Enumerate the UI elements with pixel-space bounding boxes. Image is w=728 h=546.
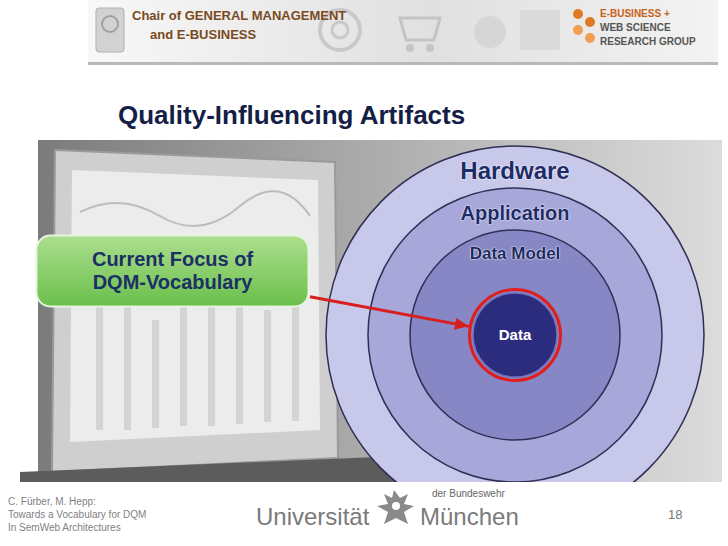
label-slot: Universität: [256, 503, 369, 531]
label-slot: E-BUSINESS +: [600, 8, 670, 20]
label-slot: C. Fürber, M. Hepp:: [8, 496, 96, 508]
label-slot: In SemWeb Architectures: [8, 522, 121, 534]
page-number: 18: [668, 508, 682, 523]
label-slot: WEB SCIENCE: [600, 22, 671, 34]
label-slot: and E-BUSINESS: [150, 28, 256, 43]
university-name: München: [420, 503, 519, 531]
circle-outline: [368, 188, 662, 482]
label-slot: RESEARCH GROUP: [600, 36, 696, 48]
layer-label: Hardware: [460, 157, 569, 185]
logo-text: WEB SCIENCE: [600, 22, 671, 34]
title-slot: Quality-Influencing Artifacts: [118, 100, 465, 131]
core-label: Data: [499, 326, 532, 343]
university-text: der Bundeswehr: [432, 488, 505, 500]
footer-text: C. Fürber, M. Hepp:: [8, 496, 96, 508]
core-circle: Data: [472, 292, 558, 378]
layer-label: Application: [461, 202, 570, 225]
header-text: Chair of GENERAL MANAGEMENT: [132, 9, 346, 24]
focus-ring: [470, 290, 561, 381]
callout-outline: [37, 236, 309, 307]
logo-text: E-BUSINESS +: [600, 8, 670, 20]
label-slot: Chair of GENERAL MANAGEMENT: [132, 9, 346, 24]
layer-label: Data Model: [470, 244, 561, 264]
label-slot: der Bundeswehr: [432, 488, 505, 500]
footer-text: In SemWeb Architectures: [8, 522, 121, 534]
layer-ring: HardwareApplicationData ModelData: [325, 145, 705, 525]
footer-text: Towards a Vocabulary for DQM: [8, 509, 146, 521]
label-slot: Towards a Vocabulary for DQM: [8, 509, 146, 521]
layer-ring: ApplicationData ModelData: [367, 187, 663, 483]
callout-text: Current Focus of DQM-Vocabulary: [73, 248, 273, 294]
circle-outline: [473, 293, 557, 377]
circle-outline: [410, 230, 620, 440]
slide-title: Quality-Influencing Artifacts: [118, 100, 465, 131]
footer-band: C. Fürber, M. Hepp:Towards a Vocabulary …: [0, 482, 728, 546]
header-text: and E-BUSINESS: [150, 28, 256, 43]
circle-outline: [326, 146, 704, 524]
callout-box: Current Focus of DQM-Vocabulary: [35, 234, 310, 308]
university-name: Universität: [256, 503, 369, 531]
layer-ring: Data ModelData: [409, 229, 621, 441]
focus-arrow: [310, 297, 469, 327]
logo-text: RESEARCH GROUP: [600, 36, 696, 48]
label-slot: München: [420, 503, 519, 531]
label-slot: 18: [668, 508, 682, 523]
